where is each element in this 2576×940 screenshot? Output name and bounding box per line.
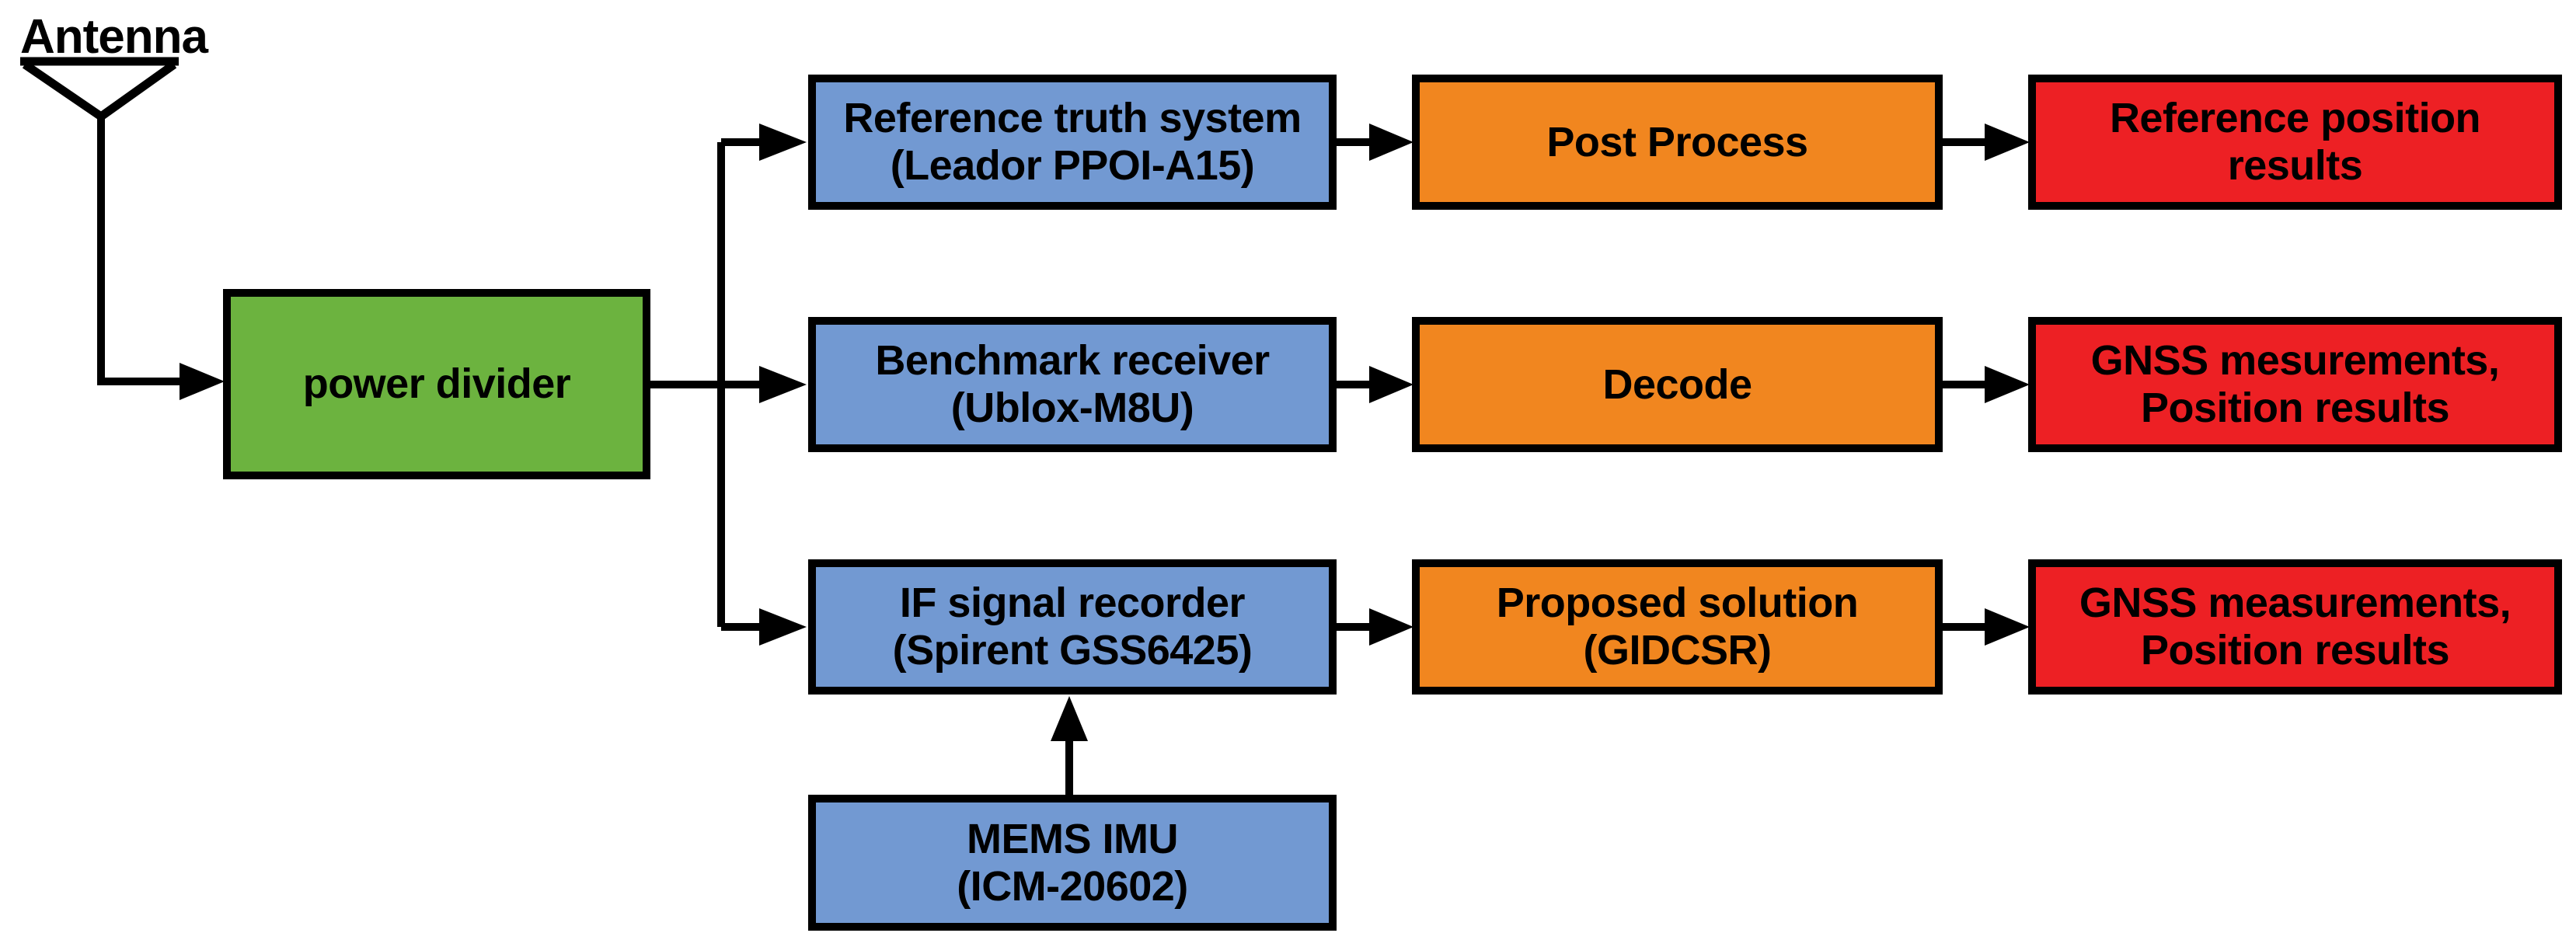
arrow-row3-to-proposed-solution: [1369, 608, 1413, 646]
post-process-box: Post Process: [1412, 75, 1943, 210]
power-divider-box: power divider: [223, 289, 650, 479]
arrow-antenna-to-power-divider: [180, 363, 225, 400]
antenna-icon: [20, 57, 184, 385]
arrow-to-benchmark-receiver: [759, 366, 807, 403]
benchmark-receiver-box: Benchmark receiver (Ublox-M8U): [808, 317, 1337, 452]
decode-box: Decode: [1412, 317, 1943, 452]
box-label-line: (Leador PPOI-A15): [890, 142, 1255, 189]
box-label-line: Post Process: [1546, 118, 1808, 165]
box-label-line: Decode: [1602, 360, 1752, 408]
box-label-line: IF signal recorder: [899, 580, 1246, 626]
reference-position-results-box: Reference position results: [2028, 75, 2562, 210]
box-label-line: results: [2227, 142, 2363, 189]
arrow-row2-to-decode: [1369, 366, 1413, 403]
power-divider-label: power divider: [302, 360, 571, 407]
antenna-feed-line: [97, 113, 184, 385]
mems-imu-box: MEMS IMU (ICM-20602): [808, 795, 1337, 931]
box-label-line: Reference truth system: [843, 95, 1302, 141]
arrow-row1-to-post-process: [1369, 124, 1413, 161]
arrow-imu-to-recorder: [1051, 696, 1088, 741]
box-label-line: GNSS mesurements,: [2090, 337, 2500, 384]
reference-truth-system-box: Reference truth system (Leador PPOI-A15): [808, 75, 1337, 210]
box-label-line: (GIDCSR): [1583, 627, 1772, 674]
box-label-line: (ICM-20602): [957, 862, 1188, 910]
box-label-line: Position results: [2140, 627, 2450, 674]
if-signal-recorder-box: IF signal recorder (Spirent GSS6425): [808, 559, 1337, 695]
antenna-label: Antenna: [20, 10, 208, 64]
arrow-to-if-signal-recorder: [759, 608, 807, 646]
box-label-line: MEMS IMU: [967, 815, 1179, 862]
box-label-line: GNSS measurements,: [2079, 580, 2512, 626]
arrow-row3-to-gnss-results: [1985, 608, 2030, 646]
box-label-line: Benchmark receiver: [875, 337, 1270, 384]
box-label-line: (Ublox-M8U): [950, 385, 1194, 431]
arrow-to-reference-truth-system: [759, 124, 807, 161]
gnss-measurements-results-box: GNSS measurements, Position results: [2028, 559, 2562, 695]
gnss-mesurements-results-box: GNSS mesurements, Position results: [2028, 317, 2562, 452]
box-label-line: (Spirent GSS6425): [892, 627, 1253, 674]
arrow-row1-to-reference-results: [1985, 124, 2030, 161]
arrow-row2-to-gnss-results: [1985, 366, 2030, 403]
box-label-line: Reference position: [2109, 95, 2481, 141]
antenna-funnel: [22, 61, 177, 120]
box-label-line: Position results: [2140, 385, 2450, 431]
box-label-line: Proposed solution: [1496, 580, 1859, 626]
proposed-solution-box: Proposed solution (GIDCSR): [1412, 559, 1943, 695]
